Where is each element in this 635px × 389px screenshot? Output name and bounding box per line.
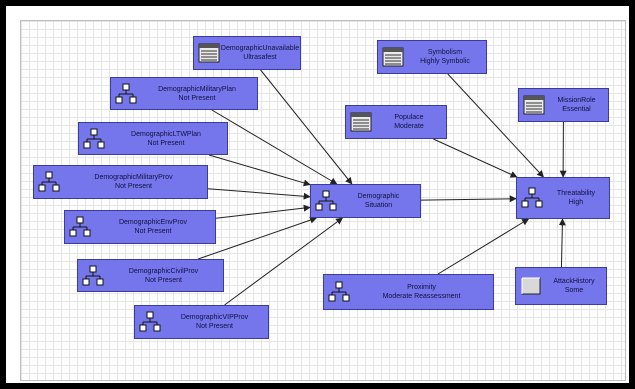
hierarchy-icon xyxy=(328,281,350,303)
edge-attack_history-to-threatability xyxy=(558,218,566,268)
node-state: Not Present xyxy=(196,323,233,330)
node-title: DemographicMilitaryProv xyxy=(94,174,173,181)
edges-layer xyxy=(197,69,567,306)
table-icon xyxy=(382,46,404,68)
hierarchy-icon xyxy=(83,128,105,150)
node-state: Not Present xyxy=(134,228,172,235)
edge-dem_unavail-to-dem_center xyxy=(260,69,353,185)
node-title: Threatability xyxy=(556,190,596,197)
hierarchy-icon xyxy=(69,216,91,238)
edge-dem_militaryprov-to-dem_center xyxy=(207,188,311,200)
node-state: Not Present xyxy=(145,276,182,284)
hierarchy-icon xyxy=(115,83,137,105)
edge-dem_center-to-threatability xyxy=(420,195,517,203)
edge-populace-to-threatability xyxy=(433,138,518,178)
node-title: Symbolism xyxy=(427,49,463,56)
hierarchy-icon xyxy=(521,187,543,209)
node-state: High xyxy=(568,199,584,206)
node-title: DemographicCivilProv xyxy=(128,267,199,275)
hierarchy-icon xyxy=(38,171,60,193)
node-state: Ultrasafest xyxy=(243,54,277,61)
table-icon xyxy=(198,42,220,64)
hierarchy-icon xyxy=(139,311,161,333)
table-icon xyxy=(523,94,545,116)
box-icon xyxy=(520,275,542,297)
edge-dem_enviro-to-dem_center xyxy=(215,204,311,219)
node-title: Proximity xyxy=(407,284,436,291)
node-title: DemographicLTWPlan xyxy=(131,130,201,138)
edge-symbolism-to-threatability xyxy=(447,73,544,178)
node-state: Not Present xyxy=(115,183,152,190)
hierarchy-icon xyxy=(315,190,337,212)
edge-dem_military-to-dem_center xyxy=(211,109,338,185)
node-title: DemographicEnvProv xyxy=(118,219,188,226)
node-state: Not Present xyxy=(147,139,185,147)
node-state: Highly Symbolic xyxy=(420,58,470,65)
edge-dem_ltwp-to-dem_center xyxy=(208,154,311,187)
table-icon xyxy=(350,111,372,133)
node-state: Essential xyxy=(562,106,591,113)
node-title: Populace xyxy=(394,114,424,121)
node-state: Situation xyxy=(364,202,393,209)
edge-proximity-to-threatability xyxy=(437,218,530,275)
node-title: DemographicUnavailable xyxy=(220,45,300,52)
edge-dem_civilprov-to-dem_center xyxy=(197,216,318,260)
node-title: DemographicVIPProv xyxy=(180,314,249,321)
node-state: Moderate xyxy=(394,123,424,130)
node-state: Moderate Reassessment xyxy=(382,293,461,300)
node-state: Some xyxy=(564,287,584,294)
node-title: Demographic xyxy=(357,193,400,200)
node-state: Not Present xyxy=(178,94,216,102)
hierarchy-icon xyxy=(82,265,104,287)
node-title: AttackHistory xyxy=(553,278,595,285)
node-title: DemographicMilitaryPlan xyxy=(158,85,236,93)
node-title: MissionRole xyxy=(557,97,596,104)
edge-dem_vipprov-to-dem_center xyxy=(224,217,344,306)
